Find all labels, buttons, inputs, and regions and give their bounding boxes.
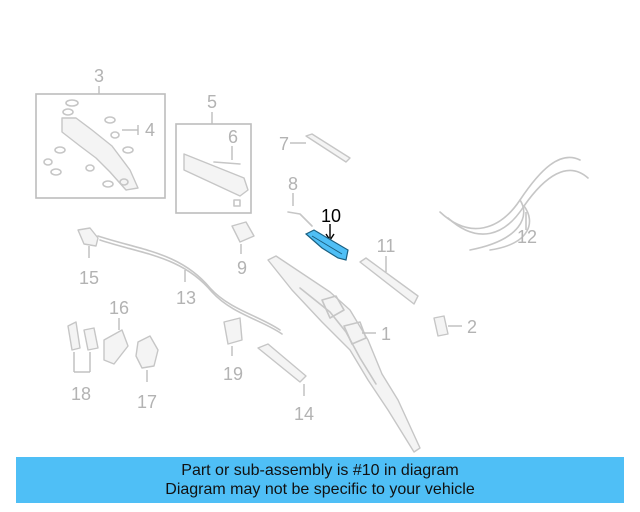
info-banner: Part or sub-assembly is #10 in diagram D… (16, 457, 624, 503)
callout-9: 9 (237, 258, 247, 278)
part-12 (439, 156, 589, 251)
callout-16: 16 (109, 298, 129, 318)
part-19 (223, 317, 243, 356)
part-17 (135, 335, 159, 382)
part-11 (359, 256, 419, 305)
callout-19: 19 (223, 364, 243, 384)
part-3-assembly (35, 86, 166, 199)
callout-7: 7 (279, 134, 289, 154)
callout-8: 8 (288, 174, 298, 194)
part-1 (267, 255, 421, 453)
part-8 (287, 193, 313, 227)
part-7 (290, 133, 351, 163)
banner-line-1: Part or sub-assembly is #10 in diagram (181, 462, 459, 479)
part-14 (257, 343, 307, 396)
part-10-highlighted (304, 224, 349, 261)
part-16 (103, 318, 129, 365)
part-18 (67, 321, 99, 373)
callout-11: 11 (377, 236, 396, 256)
callout-14: 14 (294, 404, 314, 424)
part-15 (77, 227, 99, 258)
callout-13: 13 (176, 288, 196, 308)
callout-5: 5 (207, 92, 217, 112)
part-2 (433, 315, 462, 337)
callout-18: 18 (71, 384, 91, 404)
part-13 (97, 235, 283, 335)
callout-3: 3 (94, 66, 104, 86)
callout-6: 6 (228, 127, 238, 147)
callout-17: 17 (137, 392, 157, 412)
callout-12: 12 (517, 227, 537, 247)
callout-10: 10 (321, 206, 341, 226)
callout-15: 15 (79, 268, 99, 288)
callout-4: 4 (145, 120, 155, 140)
part-9 (231, 221, 255, 254)
callout-2: 2 (467, 317, 477, 337)
part-5-assembly (175, 112, 252, 214)
callout-1: 1 (381, 324, 391, 344)
banner-line-2: Diagram may not be specific to your vehi… (165, 481, 475, 498)
